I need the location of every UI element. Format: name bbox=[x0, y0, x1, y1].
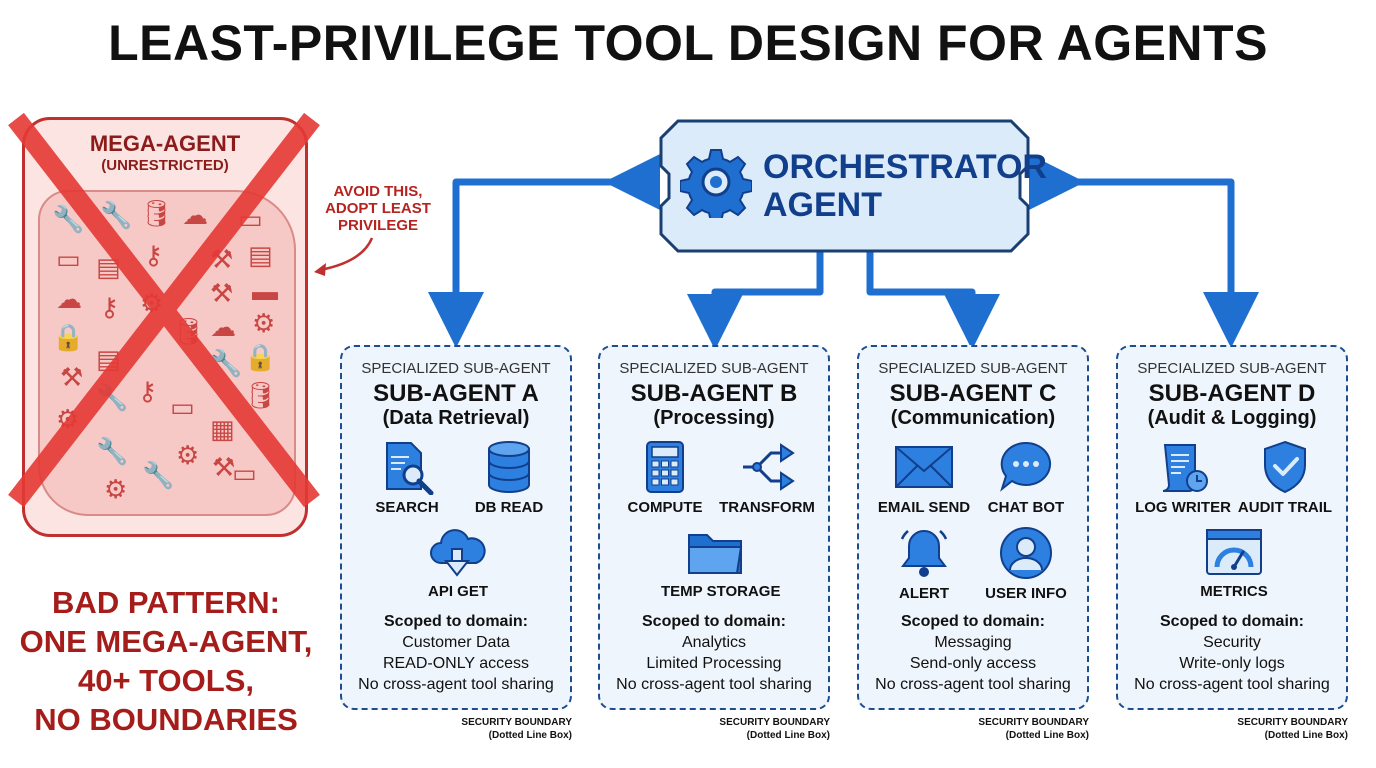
key-icon: ⚷ bbox=[144, 240, 164, 270]
calculator-icon bbox=[646, 441, 684, 493]
agent-role: (Communication) bbox=[890, 407, 1056, 429]
tool-user-info: USER INFO bbox=[971, 525, 1081, 602]
code-window-icon: ▭ bbox=[170, 392, 195, 422]
cloud-download-icon bbox=[430, 529, 486, 577]
agent-role: (Data Retrieval) bbox=[382, 407, 530, 429]
page-title: LEAST-PRIVILEGE TOOL DESIGN FOR AGENTS bbox=[108, 15, 1268, 71]
key-icon: ⚷ bbox=[100, 292, 120, 322]
sub-agent-d-box: SPECIALIZED SUB-AGENT SUB-AGENT D (Audit… bbox=[1116, 345, 1348, 710]
avoid-note-arrow bbox=[319, 237, 374, 272]
bell-icon bbox=[900, 529, 948, 577]
chat-bubble-icon bbox=[1000, 441, 1052, 492]
orchestrator-box bbox=[659, 119, 1030, 253]
lock-icon: 🔒 bbox=[52, 322, 85, 352]
tool-email-send: EMAIL SEND bbox=[869, 439, 979, 516]
agent-role: (Audit & Logging) bbox=[1147, 407, 1317, 429]
folder-icon: ▬ bbox=[252, 276, 278, 306]
arrow-to-agent-d bbox=[1029, 154, 1259, 348]
tool-log-writer: LOG WRITER bbox=[1128, 439, 1238, 516]
agent-scope: Scoped to domain: Messaging Send-only ac… bbox=[875, 613, 1071, 693]
database-icon bbox=[488, 441, 530, 493]
sub-agent-a-box: SPECIALIZED SUB-AGENT SUB-AGENT A (Data … bbox=[340, 345, 572, 710]
agent-scope: Scoped to domain: Analytics Limited Proc… bbox=[616, 613, 812, 693]
orchestrator-label: ORCHESTRATOR AGENT bbox=[763, 148, 1047, 224]
tool-db-read: DB READ bbox=[454, 439, 564, 516]
shield-check-icon bbox=[1264, 440, 1306, 494]
security-boundary-label: SECURITY BOUNDARY(Dotted Line Box) bbox=[1237, 717, 1348, 741]
log-scroll-icon bbox=[1162, 444, 1208, 492]
agent-kicker: SPECIALIZED SUB-AGENT bbox=[878, 360, 1068, 377]
mega-agent-subtitle: (UNRESTRICTED) bbox=[101, 157, 229, 174]
calculator-icon: ▦ bbox=[210, 414, 235, 444]
gear-icon: ⚙ bbox=[104, 474, 128, 504]
avoid-note: AVOID THIS, ADOPT LEAST PRIVILEGE bbox=[325, 183, 431, 234]
tool-chat-bot: CHAT BOT bbox=[971, 439, 1081, 516]
cloud-icon: ☁ bbox=[56, 284, 82, 314]
folder-icon bbox=[688, 534, 743, 574]
tool-alert: ALERT bbox=[869, 525, 979, 602]
cloud-icon: ☁ bbox=[210, 312, 236, 342]
agent-name: SUB-AGENT A bbox=[373, 380, 539, 407]
tool-search: SEARCH bbox=[352, 439, 462, 516]
security-boundary-label: SECURITY BOUNDARY(Dotted Line Box) bbox=[461, 717, 572, 741]
agent-kicker: SPECIALIZED SUB-AGENT bbox=[361, 360, 551, 377]
tool-compute: COMPUTE bbox=[610, 439, 720, 516]
agent-kicker: SPECIALIZED SUB-AGENT bbox=[1137, 360, 1327, 377]
wrench-icon: 🔧 bbox=[142, 460, 175, 490]
sub-agent-b-box: SPECIALIZED SUB-AGENT SUB-AGENT B (Proce… bbox=[598, 345, 830, 710]
arrow-to-agent-a bbox=[428, 154, 660, 348]
envelope-icon bbox=[895, 446, 953, 488]
gear-icon bbox=[680, 149, 752, 218]
agent-kicker: SPECIALIZED SUB-AGENT bbox=[619, 360, 809, 377]
agent-role: (Processing) bbox=[653, 407, 775, 429]
cloud-icon: ☁ bbox=[182, 200, 208, 230]
gauge-icon bbox=[1206, 529, 1262, 575]
hammer-icon: ⚒ bbox=[212, 452, 236, 482]
document-icon: ▤ bbox=[248, 240, 273, 270]
tool-audit-trail: AUDIT TRAIL bbox=[1230, 439, 1340, 516]
database-icon: 🛢 bbox=[140, 198, 174, 228]
agent-name: SUB-AGENT B bbox=[630, 380, 798, 407]
tool-metrics: METRICS bbox=[1179, 527, 1289, 600]
gear-icon: ⚙ bbox=[252, 308, 276, 338]
security-boundary-label: SECURITY BOUNDARY(Dotted Line Box) bbox=[978, 717, 1089, 741]
agent-name: SUB-AGENT C bbox=[889, 380, 1057, 407]
security-boundary-label: SECURITY BOUNDARY(Dotted Line Box) bbox=[719, 717, 830, 741]
code-window-icon: ▭ bbox=[56, 244, 81, 274]
wrench-icon: 🔧 bbox=[96, 436, 129, 466]
sub-agent-c-box: SPECIALIZED SUB-AGENT SUB-AGENT C (Commu… bbox=[857, 345, 1089, 710]
code-window-icon: ▭ bbox=[232, 458, 257, 488]
agent-scope: Scoped to domain: Security Write-only lo… bbox=[1134, 613, 1330, 693]
mega-agent-tool-cluster bbox=[38, 190, 296, 516]
tool-transform: TRANSFORM bbox=[712, 439, 822, 516]
mega-agent-title: MEGA-AGENT bbox=[89, 131, 241, 156]
gear-icon: ⚙ bbox=[176, 440, 200, 470]
tool-api-get: API GET bbox=[403, 527, 513, 600]
transform-icon bbox=[743, 443, 795, 491]
lock-icon: 🔒 bbox=[244, 342, 277, 372]
agent-scope: Scoped to domain: Customer Data READ-ONL… bbox=[358, 613, 554, 693]
prohibited-cross-icon bbox=[8, 112, 320, 508]
agent-name: SUB-AGENT D bbox=[1148, 380, 1316, 407]
key-icon: ⚷ bbox=[138, 376, 158, 406]
hammer-icon: ⚒ bbox=[210, 278, 234, 308]
arrow-to-agent-b bbox=[687, 244, 824, 350]
search-icon bbox=[386, 442, 434, 495]
hammer-icon: ⚒ bbox=[60, 362, 84, 392]
tool-temp-storage: TEMP STORAGE bbox=[661, 527, 780, 600]
arrow-to-agent-c bbox=[866, 244, 1000, 350]
bad-pattern-caption: BAD PATTERN: ONE MEGA-AGENT, 40+ TOOLS, … bbox=[19, 585, 313, 737]
user-icon bbox=[1000, 527, 1052, 579]
